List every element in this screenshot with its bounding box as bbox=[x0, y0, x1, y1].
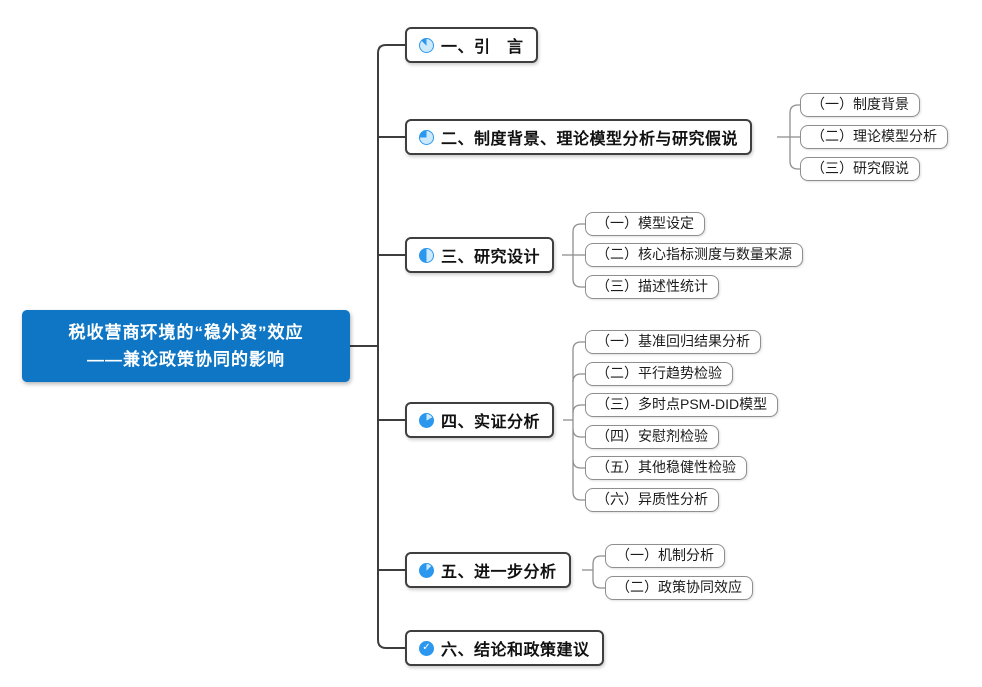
connector-b2-c3 bbox=[789, 160, 800, 170]
connector-b2-c1 bbox=[789, 104, 800, 114]
connector-b3-c1 bbox=[572, 223, 585, 233]
sub-node-model-setting[interactable]: （一）模型设定 bbox=[585, 212, 705, 236]
branch-node-conclusion[interactable]: ✓ 六、结论和政策建议 bbox=[405, 630, 604, 666]
branch-node-background-theory[interactable]: 二、制度背景、理论模型分析与研究假说 bbox=[405, 119, 753, 155]
connector-b5-c2 bbox=[592, 579, 605, 589]
sub-node-institutional-background[interactable]: （一）制度背景 bbox=[800, 93, 920, 117]
branch-label: 一、引 言 bbox=[441, 39, 524, 56]
sub-node-theoretical-model[interactable]: （二）理论模型分析 bbox=[800, 125, 948, 149]
sub-node-research-hypothesis[interactable]: （三）研究假说 bbox=[800, 157, 920, 181]
connector-b4-c3 bbox=[572, 404, 585, 414]
connector-b4-c2 bbox=[572, 373, 585, 383]
check-circle-icon: ✓ bbox=[419, 640, 434, 656]
root-title-line2: ——兼论政策协同的影响 bbox=[87, 350, 285, 369]
sub-node-mechanism-analysis[interactable]: （一）机制分析 bbox=[605, 544, 725, 568]
branch-label: 三、研究设计 bbox=[441, 249, 541, 266]
connector-b4-c5 bbox=[572, 459, 585, 469]
progress-1-2-icon bbox=[419, 247, 434, 263]
sub-node-heterogeneity-analysis[interactable]: （六）异质性分析 bbox=[585, 488, 719, 512]
connector-branch-6 bbox=[377, 639, 405, 649]
sub-node-descriptive-statistics[interactable]: （三）描述性统计 bbox=[585, 275, 719, 299]
sub-node-psm-did-model[interactable]: （三）多时点PSM-DID模型 bbox=[585, 393, 779, 417]
sub-node-robustness-test[interactable]: （五）其他稳健性检验 bbox=[585, 456, 747, 480]
progress-1-8-icon bbox=[419, 37, 434, 53]
connector-b5-c1 bbox=[592, 555, 605, 565]
branch-node-research-design[interactable]: 三、研究设计 bbox=[405, 237, 555, 273]
connector-b4-c6 bbox=[572, 491, 585, 501]
branch-label: 四、实证分析 bbox=[441, 414, 541, 431]
branch-node-empirical-analysis[interactable]: 四、实证分析 bbox=[405, 402, 555, 438]
sub-node-baseline-regression[interactable]: （一）基准回归结果分析 bbox=[585, 330, 761, 354]
root-title-line1: 税收营商环境的“稳外资”效应 bbox=[68, 322, 304, 342]
connector-b4-c1 bbox=[572, 341, 585, 351]
branch-label: 二、制度背景、理论模型分析与研究假说 bbox=[441, 131, 739, 148]
sub-node-core-indicators[interactable]: （二）核心指标测度与数量来源 bbox=[585, 243, 803, 267]
branch-node-introduction[interactable]: 一、引 言 bbox=[405, 27, 538, 63]
progress-3-4-icon bbox=[419, 412, 434, 428]
progress-7-8-icon bbox=[419, 562, 434, 578]
root-topic[interactable]: 税收营商环境的“稳外资”效应 ——兼论政策协同的影响 bbox=[22, 310, 350, 382]
connector-b4-c4 bbox=[572, 428, 585, 438]
sub-node-policy-synergy-effect[interactable]: （二）政策协同效应 bbox=[605, 576, 753, 600]
sub-node-placebo-test[interactable]: （四）安慰剂检验 bbox=[585, 425, 719, 449]
branch-label: 六、结论和政策建议 bbox=[441, 642, 590, 659]
branch-node-further-analysis[interactable]: 五、进一步分析 bbox=[405, 552, 571, 588]
connector-branch-1 bbox=[377, 44, 405, 54]
progress-1-4-icon bbox=[419, 129, 434, 145]
branch-label: 五、进一步分析 bbox=[441, 564, 557, 581]
connector-b3-c3 bbox=[572, 278, 585, 288]
sub-node-parallel-trend-test[interactable]: （二）平行趋势检验 bbox=[585, 362, 733, 386]
